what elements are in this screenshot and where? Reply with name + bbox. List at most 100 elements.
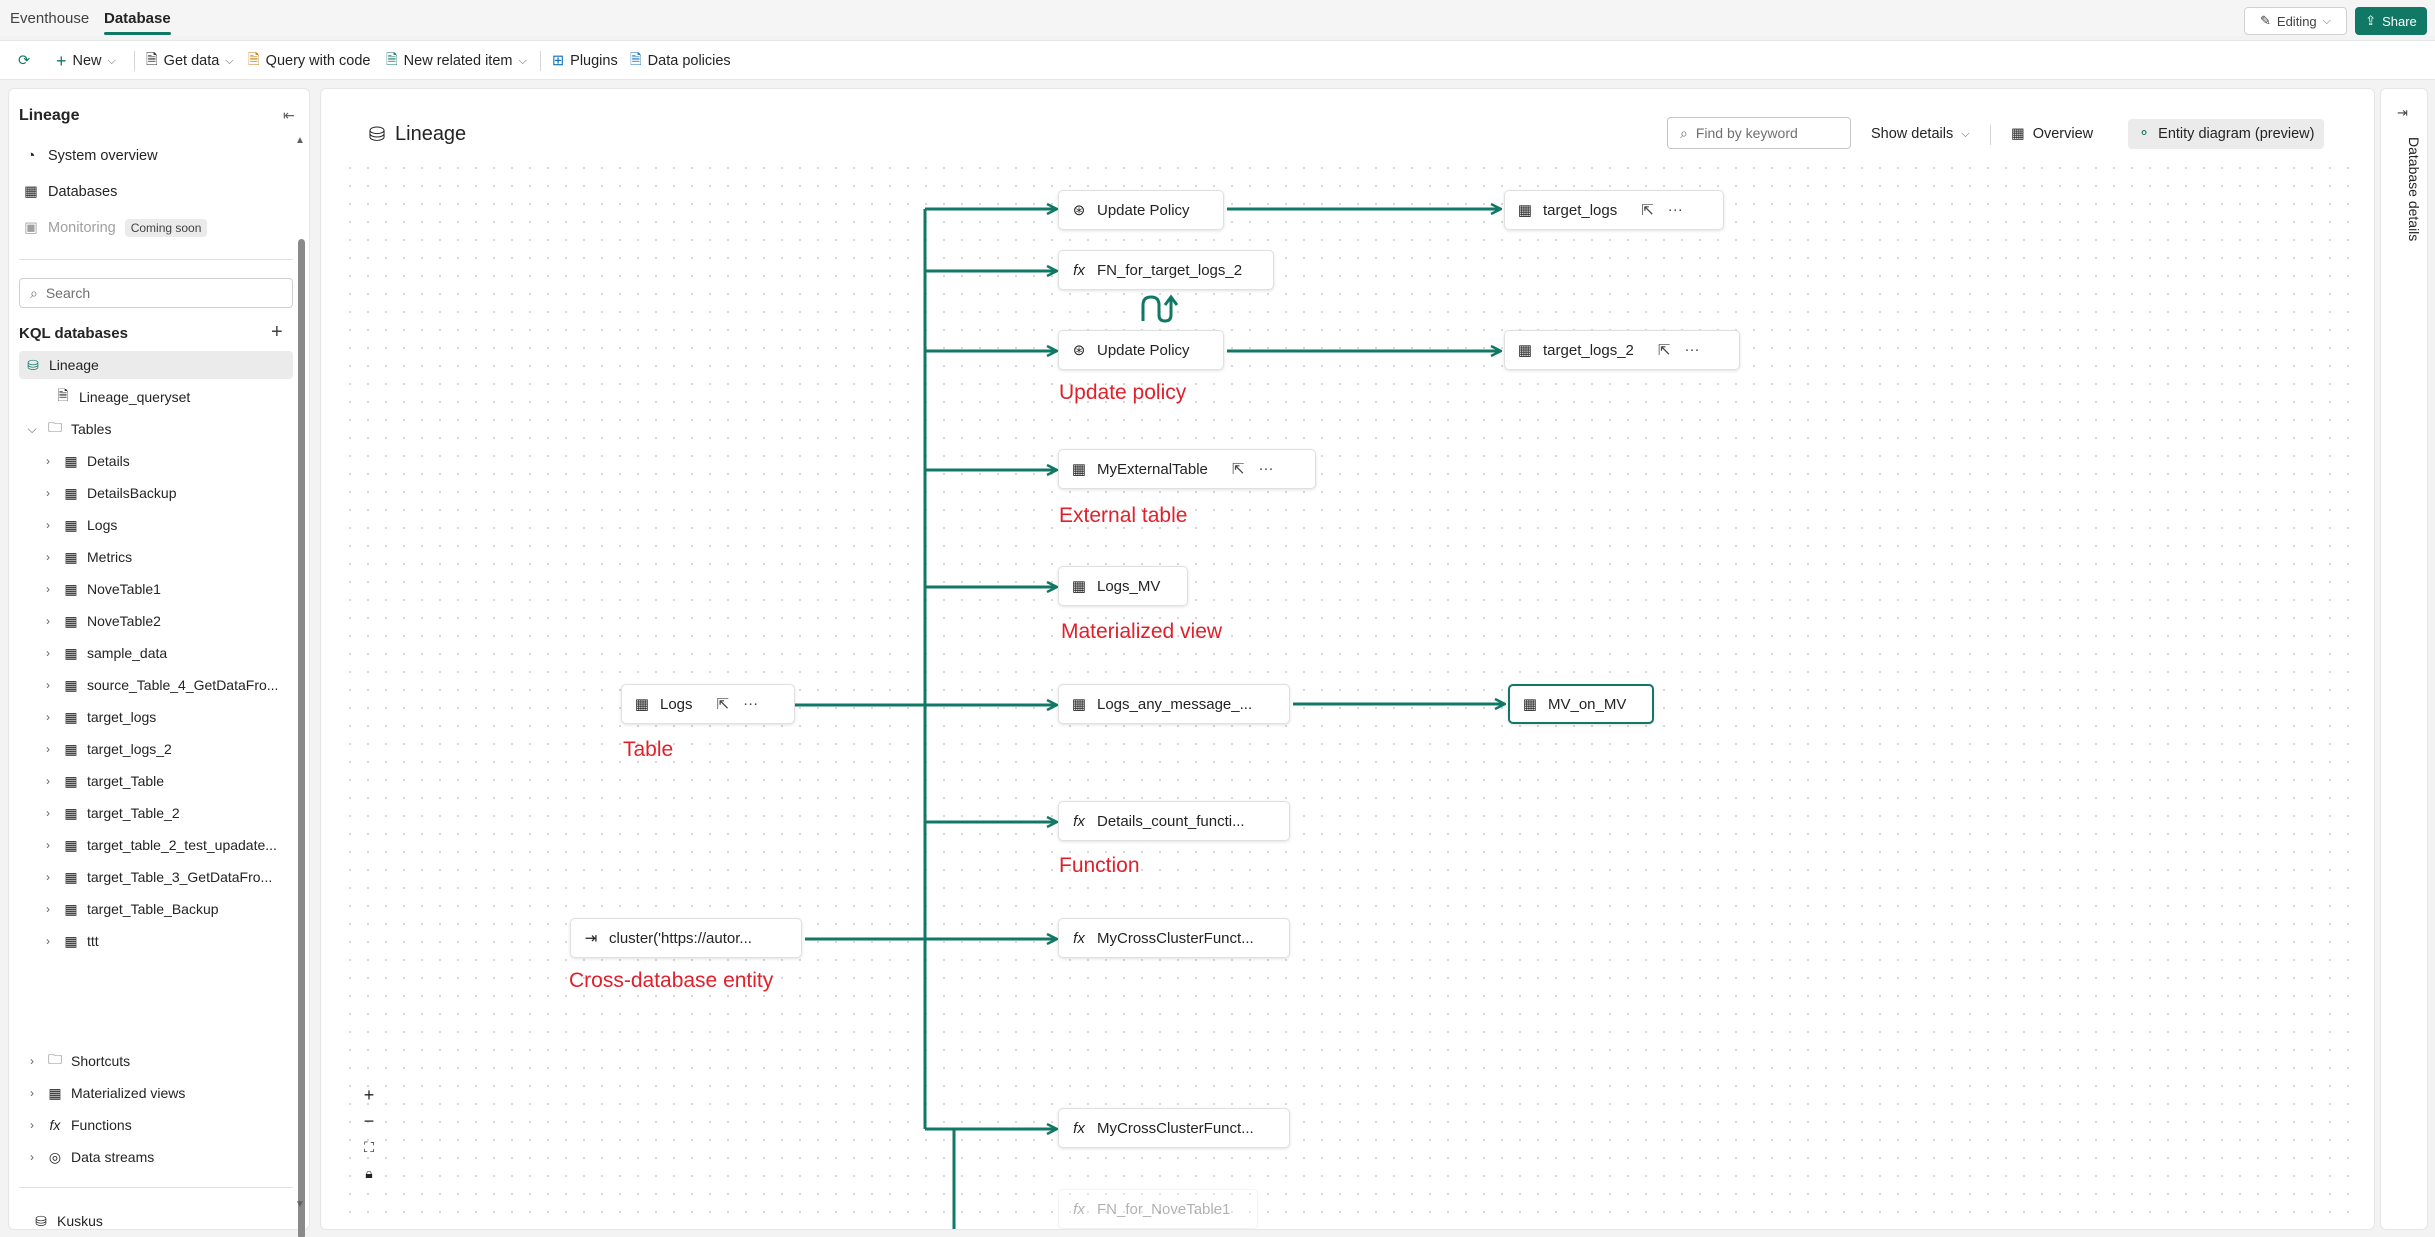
data-policies-button[interactable]: 🗎 Data policies — [630, 50, 731, 72]
scroll-up-icon[interactable]: ▲ — [295, 135, 305, 146]
node-logs-mv[interactable]: ▦ Logs_MV — [1058, 566, 1188, 606]
more-options-icon[interactable]: ··· — [1258, 460, 1274, 477]
sidebar-search-input[interactable]: ⌕ Search — [19, 278, 293, 308]
scroll-down-icon[interactable]: ▼ — [295, 1199, 305, 1210]
open-icon[interactable]: ⇱ — [1657, 342, 1671, 359]
tree-table-item[interactable]: ›▦target_Table_3_GetDataFro... — [41, 863, 272, 891]
tab-eventhouse[interactable]: Eventhouse — [10, 10, 90, 27]
materialized-view-icon: ▦ — [1522, 696, 1538, 713]
tree-table-item[interactable]: ›▦target_Table — [41, 767, 164, 795]
chevron-right-icon: › — [46, 614, 50, 628]
plugins-icon: ⊞ — [552, 53, 565, 69]
chevron-right-icon: › — [46, 774, 50, 788]
node-update-policy-1[interactable]: ⊛ Update Policy — [1058, 190, 1224, 230]
share-icon: ⇪ — [2365, 13, 2377, 28]
entity-diagram-button[interactable]: ⚬ Entity diagram (preview) — [2128, 119, 2325, 149]
tree-materialized-views[interactable]: › ▦ Materialized views — [25, 1079, 185, 1107]
tree-queryset[interactable]: 🗎 Lineage_queryset — [55, 383, 190, 411]
tree-table-item[interactable]: ›▦NoveTable1 — [41, 575, 161, 603]
tree-label: target_logs_2 — [87, 741, 172, 757]
plugins-button[interactable]: ⊞ Plugins — [552, 50, 618, 72]
sidebar-scrollbar[interactable] — [298, 239, 305, 1237]
node-details-count-function[interactable]: fx Details_count_functi... — [1058, 801, 1290, 841]
node-fn-for-novetable1[interactable]: fx FN_for_NoveTable1 — [1058, 1189, 1258, 1229]
tree-table-item[interactable]: ›▦target_table_2_test_upadate... — [41, 831, 277, 859]
tab-database[interactable]: Database — [104, 10, 171, 35]
node-logs[interactable]: ▦ Logs ⇱··· — [621, 684, 795, 724]
new-related-item-button[interactable]: 🗎 New related item ⌵ — [386, 50, 527, 72]
tree-tables-folder[interactable]: ⌵ 🗀 Tables — [25, 415, 111, 443]
tree-label: target_Table_Backup — [87, 901, 219, 917]
node-my-cross-cluster-function-1[interactable]: fx MyCrossClusterFunct... — [1058, 918, 1290, 958]
tree-table-item[interactable]: ›▦sample_data — [41, 639, 167, 667]
node-target-logs[interactable]: ▦ target_logs ⇱··· — [1504, 190, 1724, 230]
node-my-external-table[interactable]: ▦ MyExternalTable ⇱··· — [1058, 449, 1316, 489]
table-icon: ▦ — [64, 484, 78, 501]
expand-panel-icon[interactable]: ⇥ — [2397, 105, 2408, 120]
chevron-right-icon: › — [46, 710, 50, 724]
node-logs-any-message[interactable]: ▦ Logs_any_message_... — [1058, 684, 1290, 724]
open-icon[interactable]: ⇱ — [1641, 202, 1654, 219]
zoom-out-icon[interactable]: − — [363, 1110, 375, 1131]
tree-table-item[interactable]: ›▦NoveTable2 — [41, 607, 161, 635]
tree-table-item[interactable]: ›▦target_logs — [41, 703, 156, 731]
table-icon: ▦ — [64, 804, 78, 821]
more-options-icon[interactable]: ··· — [743, 695, 759, 712]
tree-data-streams[interactable]: › ◎ Data streams — [25, 1143, 154, 1171]
share-button[interactable]: ⇪ Share — [2355, 7, 2427, 35]
nav-databases[interactable]: ▦ Databases — [23, 179, 117, 205]
table-icon: ▦ — [1517, 202, 1533, 219]
show-details-dropdown[interactable]: Show details ⌵ — [1861, 119, 1980, 149]
more-options-icon[interactable]: ··· — [1667, 201, 1683, 218]
overview-button[interactable]: ▦ Overview — [2001, 119, 2103, 149]
find-by-keyword-input[interactable]: ⌕ Find by keyword — [1667, 117, 1851, 149]
tree-table-item[interactable]: ›▦target_logs_2 — [41, 735, 172, 763]
tree-label: source_Table_4_GetDataFro... — [87, 677, 279, 693]
chevron-right-icon: › — [46, 550, 50, 564]
database-details-tab[interactable]: Database details — [2406, 137, 2422, 242]
zoom-in-icon[interactable]: + — [363, 1084, 375, 1105]
nav-system-overview[interactable]: ◔ System overview — [23, 143, 158, 169]
tree-db-kuskus[interactable]: ⛁ Kuskus — [33, 1207, 103, 1235]
open-icon[interactable]: ⇱ — [1231, 461, 1245, 478]
more-options-icon[interactable]: ··· — [1684, 341, 1700, 358]
table-icon: ▦ — [64, 932, 78, 949]
get-data-button[interactable]: 🗎 Get data ⌵ — [146, 50, 234, 72]
tree-table-item[interactable]: ›▦target_Table_2 — [41, 799, 180, 827]
query-with-code-button[interactable]: 🗎 Query with code — [248, 50, 370, 72]
collapse-panel-icon[interactable]: ⇤ — [283, 107, 295, 123]
tree-table-item[interactable]: ›▦Metrics — [41, 543, 132, 571]
node-target-logs-2[interactable]: ▦ target_logs_2 ⇱··· — [1504, 330, 1740, 370]
node-cluster-entity[interactable]: ⇥ cluster('https://autor... — [570, 918, 802, 958]
tree-table-item[interactable]: ›▦target_Table_Backup — [41, 895, 219, 923]
add-database-icon[interactable]: + — [271, 321, 283, 343]
annotation-table: Table — [623, 738, 674, 761]
node-fn-for-target-logs-2[interactable]: fx FN_for_target_logs_2 — [1058, 250, 1274, 290]
table-icon: ▦ — [64, 452, 78, 469]
tree-label: Materialized views — [71, 1085, 186, 1101]
chevron-down-icon: ⌵ — [107, 54, 116, 67]
tree-table-item[interactable]: ›▦ttt — [41, 927, 99, 955]
fit-view-icon[interactable]: ⛶ — [364, 1138, 374, 1155]
tree-shortcuts[interactable]: › 🗀 Shortcuts — [25, 1047, 130, 1075]
lock-icon[interactable]: 🔒︎ — [365, 1164, 373, 1181]
tree-table-item[interactable]: ›▦source_Table_4_GetDataFro... — [41, 671, 278, 699]
tree-db-lineage[interactable]: ⛁ Lineage — [19, 351, 293, 379]
node-mv-on-mv[interactable]: ▦ MV_on_MV — [1508, 684, 1654, 724]
tree-table-item[interactable]: ›▦Details — [41, 447, 130, 475]
node-update-policy-2[interactable]: ⊛ Update Policy — [1058, 330, 1224, 370]
node-my-cross-cluster-function-2[interactable]: fx MyCrossClusterFunct... — [1058, 1108, 1290, 1148]
node-label: MV_on_MV — [1548, 695, 1627, 713]
tree-table-item[interactable]: ›▦DetailsBackup — [41, 479, 177, 507]
new-button[interactable]: + New ⌵ — [56, 50, 116, 72]
tree-table-item[interactable]: ›▦Logs — [41, 511, 117, 539]
plugins-label: Plugins — [570, 53, 618, 69]
tree-functions[interactable]: › fx Functions — [25, 1111, 132, 1139]
editing-mode-button[interactable]: ✎ Editing ⌵ — [2244, 7, 2347, 35]
diagram-icon: ⚬ — [2138, 126, 2151, 142]
function-icon: fx — [49, 1117, 61, 1133]
get-data-label: Get data — [163, 53, 220, 69]
refresh-button[interactable]: ⟳ — [18, 50, 30, 72]
data-policies-label: Data policies — [647, 53, 731, 69]
open-icon[interactable]: ⇱ — [716, 696, 730, 713]
